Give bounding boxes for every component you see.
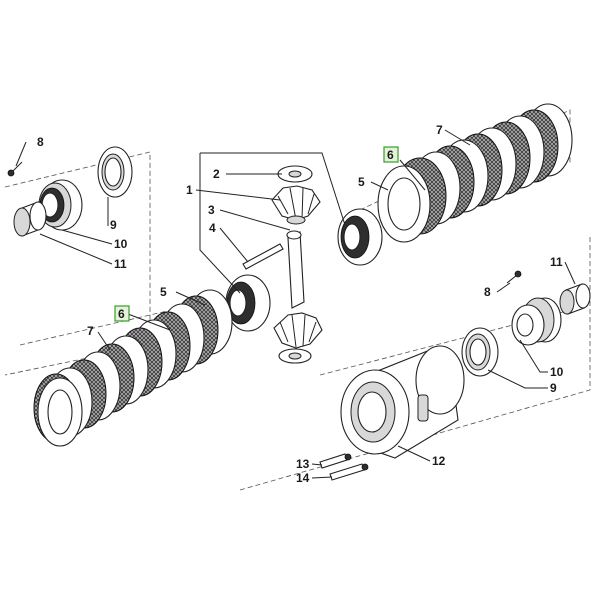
callout-labels: 1 2 3 4 5 6 7 8 9 10 11 5 6 7 8 9 10 11 …	[37, 123, 564, 485]
callout-5-lower: 5	[160, 285, 167, 299]
callout-1: 1	[186, 183, 193, 197]
clutch-pack-upper-right	[377, 103, 573, 243]
highlight-box-6-upper	[383, 146, 399, 163]
callout-10-right: 10	[550, 365, 564, 379]
callout-7-upper: 7	[436, 123, 443, 137]
leader-lines	[15, 129, 576, 479]
callout-5-upper: 5	[358, 175, 365, 189]
callout-10-left: 10	[114, 237, 128, 251]
screw-part-8-right	[506, 270, 522, 284]
clutch-pack-lower-left	[33, 289, 233, 447]
highlight-box-6-lower	[114, 305, 130, 322]
spider-washer-part-2-bottom	[278, 348, 312, 364]
pinion-gear-part-1-top	[271, 185, 321, 225]
bush-part-11-left	[13, 201, 47, 237]
callout-9-right: 9	[550, 381, 557, 395]
callout-2: 2	[213, 167, 220, 181]
callout-8-left: 8	[37, 135, 44, 149]
callout-14: 14	[296, 471, 310, 485]
bush-part-11-right	[559, 283, 591, 315]
callout-6-lower: 6	[118, 307, 125, 321]
callout-13: 13	[296, 457, 310, 471]
bearing-cup-part-9-left	[97, 146, 133, 198]
lock-pin-part-4	[242, 243, 284, 270]
callout-12: 12	[432, 454, 446, 468]
callout-4: 4	[209, 221, 216, 235]
callout-6-upper: 6	[387, 148, 394, 162]
pinion-gear-part-1-bottom	[273, 312, 323, 349]
callout-8-right: 8	[484, 285, 491, 299]
differential-case-part-12	[340, 345, 465, 459]
bolt-part-13	[319, 453, 352, 469]
bolt-part-14	[329, 463, 369, 481]
left-assembly-frame	[4, 151, 151, 376]
side-gear-right	[337, 208, 383, 266]
callout-9-left: 9	[110, 218, 117, 232]
callout-11-left: 11	[114, 257, 127, 271]
callout-3: 3	[208, 203, 215, 217]
callout-7-lower: 7	[87, 324, 94, 338]
callout-11-right: 11	[550, 255, 563, 269]
screw-part-8-left	[7, 161, 23, 177]
side-gear-left	[225, 274, 271, 332]
bearing-cone-part-10-right	[511, 297, 562, 346]
spider-washer-part-2	[277, 165, 313, 183]
top-right-assembly-frame	[359, 109, 571, 211]
cross-shaft-part-3	[286, 230, 305, 309]
bearing-cup-part-9-right	[461, 327, 499, 377]
